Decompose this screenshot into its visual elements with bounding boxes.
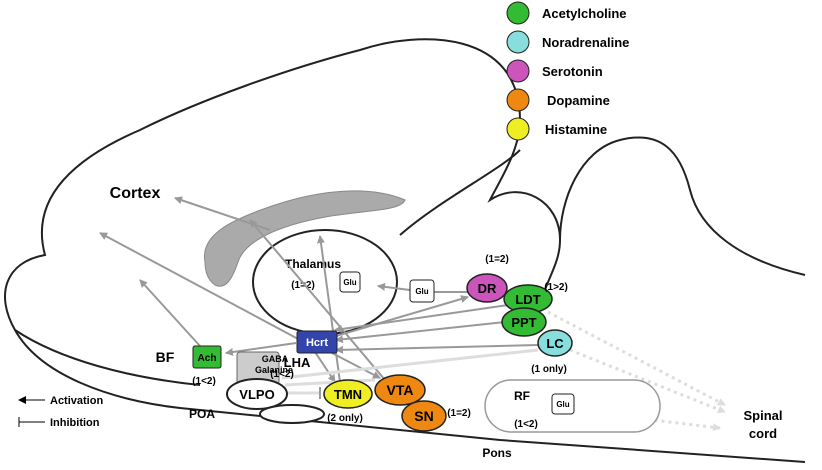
- ppt-label: PPT: [511, 315, 536, 330]
- brain-outline: [4, 38, 806, 463]
- ach-label: Ach: [198, 353, 217, 364]
- arrow-hcrt-to-tmn: [314, 351, 336, 383]
- arrow-ach-to-cortex: [139, 279, 201, 347]
- lha-label: LHA: [284, 355, 311, 370]
- arrow-lc-to-hcrt: [335, 344, 539, 354]
- thalamus-glu-box: [339, 271, 361, 293]
- inhibit-vlpo-to-vta: [284, 378, 376, 387]
- legend-label-dopamine: Dopamine: [547, 93, 610, 108]
- neurotransmitter-legend: Acetylcholine Noradrenaline Serotonin Do…: [506, 1, 629, 141]
- cerebellum-fold-line: [399, 149, 521, 236]
- arrow-ppt-to-hcrt: [335, 321, 506, 344]
- tmn-node: [323, 379, 373, 409]
- inhibition-key-label: Inhibition: [50, 417, 100, 429]
- legend-swatch-noradrenaline: [506, 30, 530, 54]
- sn-ratio: (1=2): [447, 408, 471, 419]
- glu-box-label: Glu: [415, 287, 428, 296]
- rf-ratio: (1<2): [514, 419, 538, 430]
- legend-swatch-serotonin: [506, 59, 530, 83]
- ach-ratio: (1<2): [192, 376, 216, 387]
- sn-node: [401, 400, 447, 432]
- thalamus-glu-label: Glu: [343, 278, 356, 287]
- dr-ratio: (1=2): [485, 254, 509, 265]
- gaba-line1: GABA: [262, 354, 289, 364]
- arrow-vta-to-cortex: [249, 219, 386, 381]
- arrow-hcrt-to-cortex: [99, 232, 301, 341]
- brainstem-line: [544, 239, 561, 291]
- vta-label: VTA: [387, 382, 414, 398]
- arrow-glu-to-thalamus: [377, 282, 411, 291]
- gaba-line2: Galanine: [255, 365, 293, 375]
- lc-ratio: (1 only): [531, 364, 567, 375]
- tmn-label: TMN: [334, 387, 362, 402]
- lc-node: [537, 329, 573, 357]
- corpus-callosum: [203, 190, 406, 287]
- optic-chiasm: [259, 404, 325, 424]
- vta-node: [374, 374, 426, 406]
- sn-label: SN: [414, 408, 433, 424]
- thalamus-label: Thalamus: [285, 257, 341, 271]
- legend-swatch-acetylcholine: [506, 1, 530, 25]
- arrow-ldt-to-hcrt: [334, 304, 509, 333]
- dr-node: [466, 273, 508, 303]
- legend-swatch-histamine: [506, 117, 530, 141]
- tmn-ratio: (2 only): [327, 413, 363, 424]
- rf-label: RF: [514, 389, 530, 403]
- bf-label: BF: [156, 349, 175, 365]
- gaba-ratio: (1<2): [270, 369, 294, 380]
- hcrt-label: Hcrt: [306, 337, 328, 349]
- vlpo-node: [226, 378, 288, 410]
- ach-node: [192, 345, 222, 369]
- inhibit-vlpo-to-lc: [281, 348, 539, 380]
- rf-glu-label: Glu: [556, 400, 569, 409]
- arrow-hcrt-to-dr: [335, 295, 469, 337]
- cortex-label: Cortex: [110, 185, 161, 202]
- lc-label: LC: [546, 336, 564, 351]
- poa-label: POA: [189, 407, 215, 421]
- glu-box: [409, 279, 435, 303]
- legend-label-noradrenaline: Noradrenaline: [542, 35, 629, 50]
- spinal-cord-label-line2: cord: [749, 426, 777, 441]
- dr-label: DR: [478, 281, 497, 296]
- ldt-ratio: (1>2): [544, 282, 568, 293]
- legend-label-acetylcholine: Acetylcholine: [542, 6, 627, 21]
- hcrt-node: [296, 330, 338, 354]
- activation-key-label: Activation: [50, 395, 103, 407]
- vlpo-label: VLPO: [239, 387, 274, 402]
- dotted-ldt-to-spinal-cord: [547, 310, 726, 407]
- rf-glu-box: [551, 393, 575, 415]
- pons-label: Pons: [482, 446, 512, 460]
- thalamus-ratio: (1=2): [291, 280, 315, 291]
- thalamus-region: [252, 229, 398, 335]
- ppt-node: [501, 307, 547, 337]
- legend-swatch-dopamine: [506, 88, 530, 112]
- lower-brain-curve: [14, 329, 201, 386]
- legend-label-histamine: Histamine: [545, 122, 607, 137]
- arrow-tmn-to-thalamus: [316, 235, 341, 383]
- legend-label-serotonin: Serotonin: [542, 64, 603, 79]
- spinal-cord-label-line1: Spinal: [743, 408, 782, 423]
- arrow-hcrt-to-vta: [329, 351, 381, 379]
- ldt-label: LDT: [515, 292, 540, 307]
- arrow-hcrt-to-ach: [225, 342, 297, 356]
